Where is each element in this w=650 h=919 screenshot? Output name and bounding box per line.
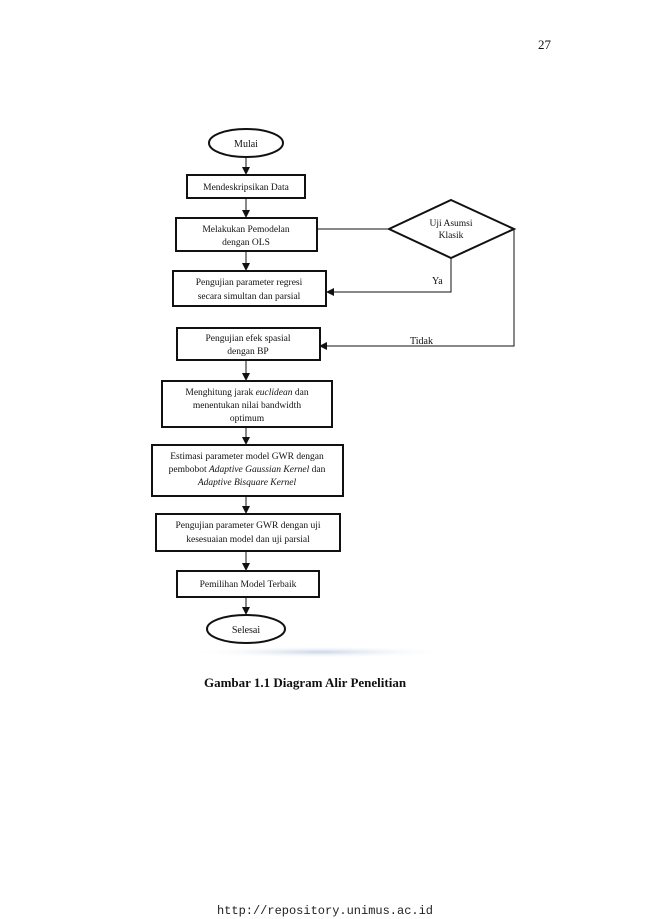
arrow-decision-no [319, 229, 515, 350]
process-box: Pengujian parameter regresi secara simul… [172, 270, 327, 307]
process-label: dengan OLS [222, 238, 270, 248]
yes-label: Ya [432, 276, 443, 287]
process-label: Pengujian parameter GWR dengan uji [175, 521, 320, 531]
process-label: Pemilihan Model Terbaik [200, 580, 297, 590]
connectors [242, 158, 515, 615]
process-box: Pengujian parameter GWR dengan uji keses… [155, 513, 341, 552]
process-label: Menghitung jarak euclidean dan [185, 388, 308, 398]
process-box: Mendeskripsikan Data [186, 174, 306, 199]
process-label: Pengujian efek spasial [206, 333, 291, 344]
process-label: kesesuaian model dan uji parsial [186, 535, 310, 545]
process-label: menentukan nilai bandwidth [193, 401, 301, 411]
process-label: dengan BP [227, 347, 268, 357]
decision-label-line: Uji Asumsi [429, 219, 472, 229]
process-label: Pengujian parameter regresi [196, 278, 303, 288]
start-terminal [208, 128, 284, 158]
start-label: Mulai [234, 139, 258, 150]
page-number: 27 [538, 37, 551, 52]
figure-shadow [190, 646, 450, 658]
process-label: secara simultan dan parsial [198, 292, 301, 302]
decision-label-line: Klasik [439, 231, 464, 241]
process-box: Pengujian efek spasial dengan BP [176, 327, 321, 361]
process-box: Menghitung jarak euclidean dan menentuka… [161, 380, 333, 428]
end-terminal [206, 614, 286, 644]
process-label: Mendeskripsikan Data [203, 183, 290, 193]
figure-caption: Gambar 1.1 Diagram Alir Penelitian [203, 675, 407, 690]
end-label: Selesai [232, 625, 261, 636]
process-label: Adaptive Bisquare Kernel [197, 478, 297, 488]
arrow-decision-yes [326, 258, 452, 296]
process-label: Melakukan Pemodelan [202, 225, 290, 235]
process-label: Estimasi parameter model GWR dengan [170, 452, 324, 462]
decision-diamond [386, 198, 517, 260]
process-label: optimum [230, 414, 265, 424]
process-box: Melakukan Pemodelan dengan OLS [175, 217, 318, 252]
no-label: Tidak [410, 336, 433, 347]
process-label: pembobot Adaptive Gaussian Kernel dan [169, 465, 326, 475]
process-box: Estimasi parameter model GWR dengan pemb… [151, 444, 344, 497]
process-box: Pemilihan Model Terbaik [176, 570, 320, 598]
decision-label: Uji Asumsi Klasik [429, 219, 472, 241]
footer-url: http://repository.unimus.ac.id [216, 904, 434, 918]
